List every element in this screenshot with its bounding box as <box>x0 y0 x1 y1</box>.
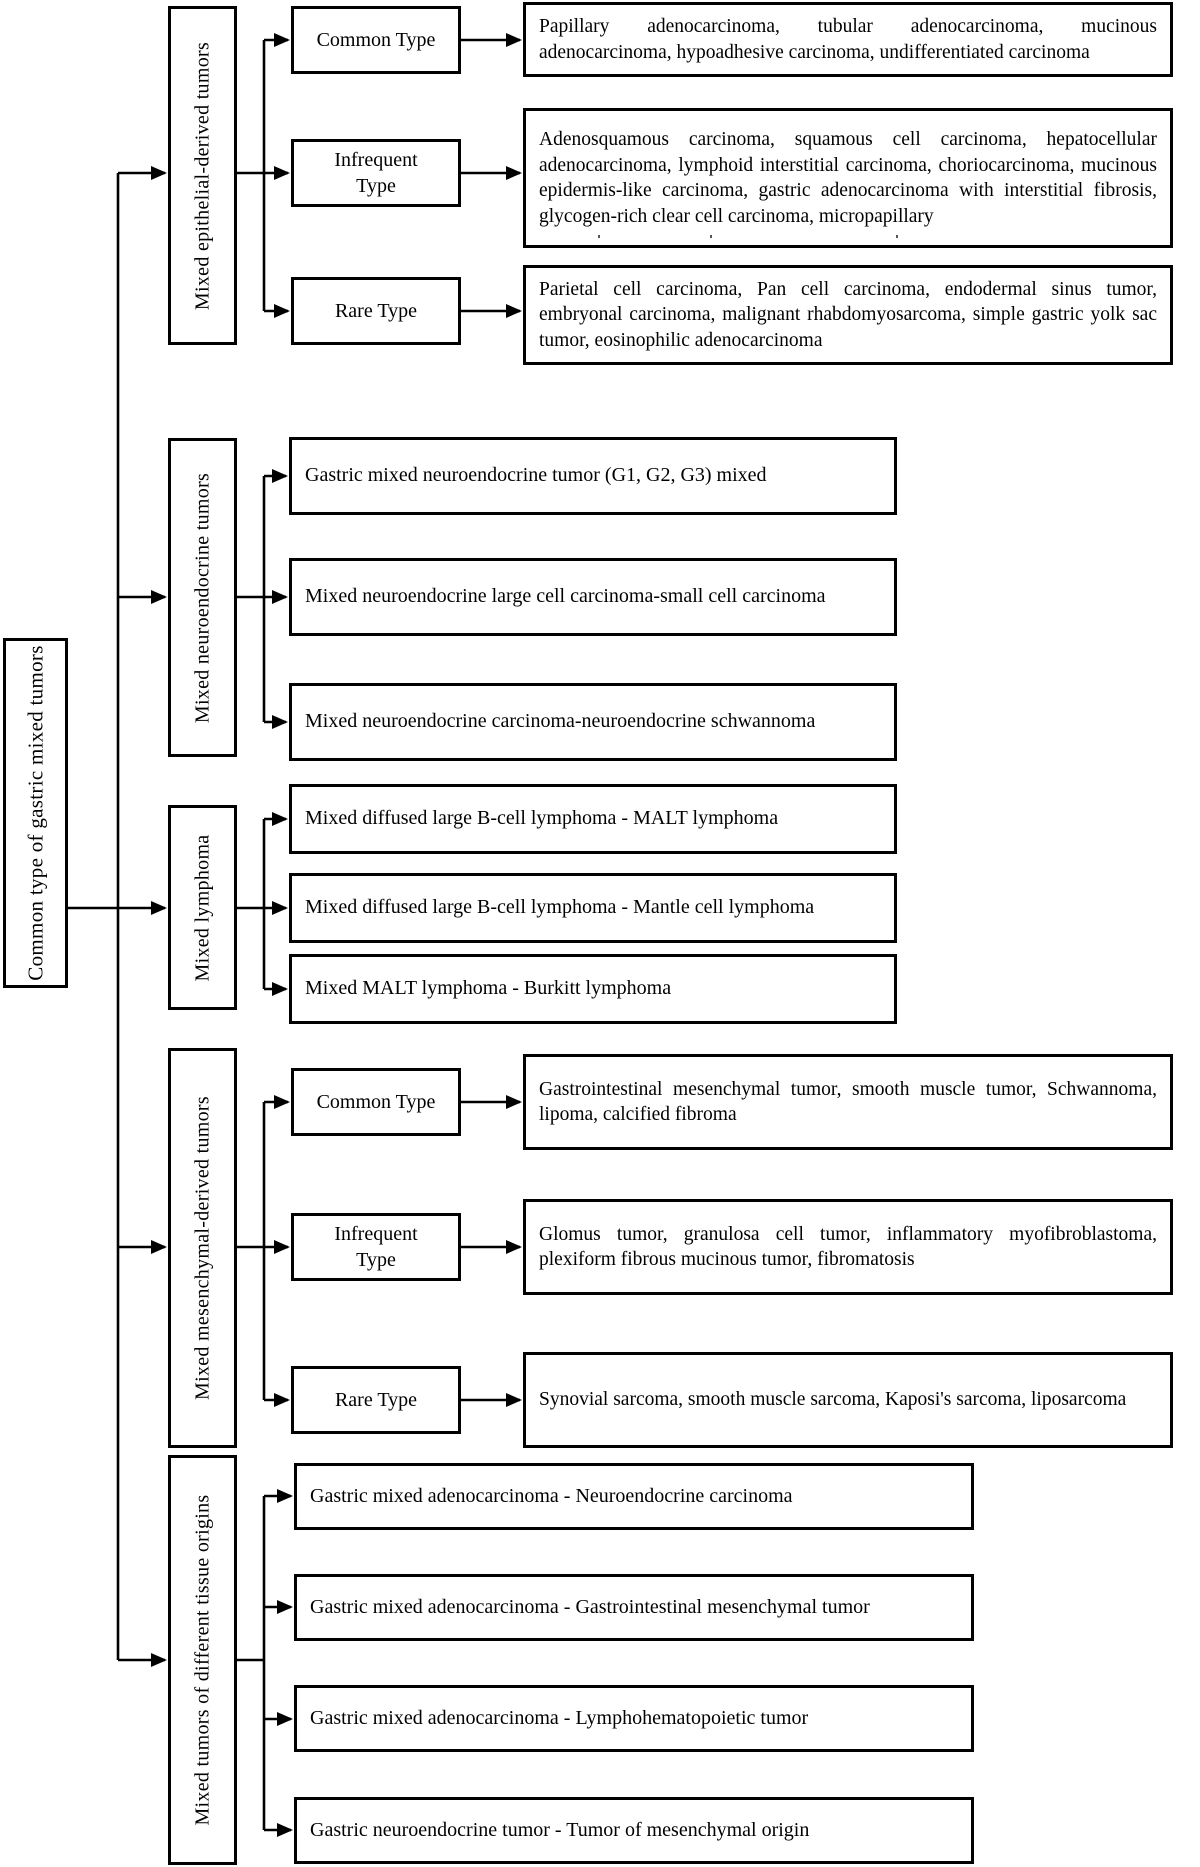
leaf-epithelial-infrequent: Adenosquamous carcinoma, squamous cell c… <box>523 108 1173 248</box>
leaf-text: Adenosquamous carcinoma, squamous cell c… <box>539 129 1157 227</box>
leaf-neuroendocrine-1: Gastric mixed neuroendocrine tumor (G1, … <box>289 437 897 515</box>
leaf-text: Glomus tumor, granulosa cell tumor, infl… <box>539 1223 1157 1271</box>
root-label: Common type of gastric mixed tumors <box>23 645 47 981</box>
type-label: Infrequent Type <box>334 149 418 197</box>
leaf-mesenchymal-common: Gastrointestinal mesenchymal tumor, smoo… <box>523 1054 1173 1150</box>
node-root: Common type of gastric mixed tumors <box>3 638 68 988</box>
type-label: Common Type <box>316 29 436 51</box>
leaf-text: Gastrointestinal mesenchymal tumor, smoo… <box>539 1078 1157 1126</box>
node-category-different-origins: Mixed tumors of different tissue origins <box>168 1455 237 1865</box>
node-category-epithelial: Mixed epithelial-derived tumors <box>168 6 237 345</box>
leaf-text: Mixed MALT lymphoma - Burkitt lymphoma <box>305 977 672 1000</box>
leaf-origins-3: Gastric mixed adenocarcinoma - Lymphohem… <box>294 1685 974 1752</box>
leaf-mesenchymal-rare: Synovial sarcoma, smooth muscle sarcoma,… <box>523 1352 1173 1448</box>
leaf-neuroendocrine-2: Mixed neuroendocrine large cell carcinom… <box>289 558 897 636</box>
leaf-text: Mixed neuroendocrine carcinoma-neuroendo… <box>305 710 816 733</box>
clipped-text-fragment <box>598 235 600 238</box>
leaf-text: Gastric mixed adenocarcinoma - Lymphohem… <box>310 1706 809 1729</box>
leaf-text: Mixed diffused large B-cell lymphoma - M… <box>305 896 815 919</box>
node-type-epithelial-infrequent: Infrequent Type <box>291 139 461 207</box>
type-label: Infrequent Type <box>334 1223 418 1271</box>
node-type-mesenchymal-rare: Rare Type <box>291 1366 461 1434</box>
leaf-text: Gastric mixed adenocarcinoma - Gastroint… <box>310 1595 870 1618</box>
leaf-lymphoma-3: Mixed MALT lymphoma - Burkitt lymphoma <box>289 954 897 1024</box>
node-type-epithelial-rare: Rare Type <box>291 277 461 345</box>
leaf-lymphoma-1: Mixed diffused large B-cell lymphoma - M… <box>289 784 897 854</box>
leaf-epithelial-common: Papillary adenocarcinoma, tubular adenoc… <box>523 2 1173 77</box>
node-category-neuroendocrine: Mixed neuroendocrine tumors <box>168 438 237 757</box>
node-category-lymphoma: Mixed lymphoma <box>168 805 237 1010</box>
leaf-neuroendocrine-3: Mixed neuroendocrine carcinoma-neuroendo… <box>289 683 897 761</box>
node-type-mesenchymal-infrequent: Infrequent Type <box>291 1213 461 1281</box>
category-label: Mixed epithelial-derived tumors <box>191 41 213 310</box>
category-label: Mixed tumors of different tissue origins <box>191 1494 213 1826</box>
type-label: Rare Type <box>334 1389 418 1411</box>
leaf-text: Mixed diffused large B-cell lymphoma - M… <box>305 807 779 830</box>
leaf-text: Papillary adenocarcinoma, tubular adenoc… <box>539 16 1157 63</box>
category-label: Mixed mesenchymal-derived tumors <box>191 1096 213 1400</box>
leaf-origins-4: Gastric neuroendocrine tumor - Tumor of … <box>294 1797 974 1864</box>
category-label: Mixed lymphoma <box>191 834 213 981</box>
leaf-text: Gastric mixed adenocarcinoma - Neuroendo… <box>310 1484 793 1507</box>
node-type-epithelial-common: Common Type <box>291 6 461 74</box>
leaf-origins-1: Gastric mixed adenocarcinoma - Neuroendo… <box>294 1463 974 1530</box>
node-type-mesenchymal-common: Common Type <box>291 1068 461 1136</box>
leaf-text: Mixed neuroendocrine large cell carcinom… <box>305 585 826 608</box>
category-label: Mixed neuroendocrine tumors <box>191 472 213 723</box>
leaf-text: Gastric neuroendocrine tumor - Tumor of … <box>310 1818 810 1841</box>
node-category-mesenchymal: Mixed mesenchymal-derived tumors <box>168 1048 237 1448</box>
type-label: Rare Type <box>334 300 418 322</box>
leaf-text: Parietal cell carcinoma, Pan cell carcin… <box>539 278 1157 351</box>
leaf-mesenchymal-infrequent: Glomus tumor, granulosa cell tumor, infl… <box>523 1199 1173 1295</box>
leaf-text: Gastric mixed neuroendocrine tumor (G1, … <box>305 464 767 487</box>
leaf-lymphoma-2: Mixed diffused large B-cell lymphoma - M… <box>289 873 897 943</box>
type-label: Common Type <box>316 1091 436 1113</box>
leaf-text: Synovial sarcoma, smooth muscle sarcoma,… <box>539 1389 1127 1411</box>
leaf-epithelial-rare: Parietal cell carcinoma, Pan cell carcin… <box>523 265 1173 365</box>
leaf-origins-2: Gastric mixed adenocarcinoma - Gastroint… <box>294 1574 974 1641</box>
